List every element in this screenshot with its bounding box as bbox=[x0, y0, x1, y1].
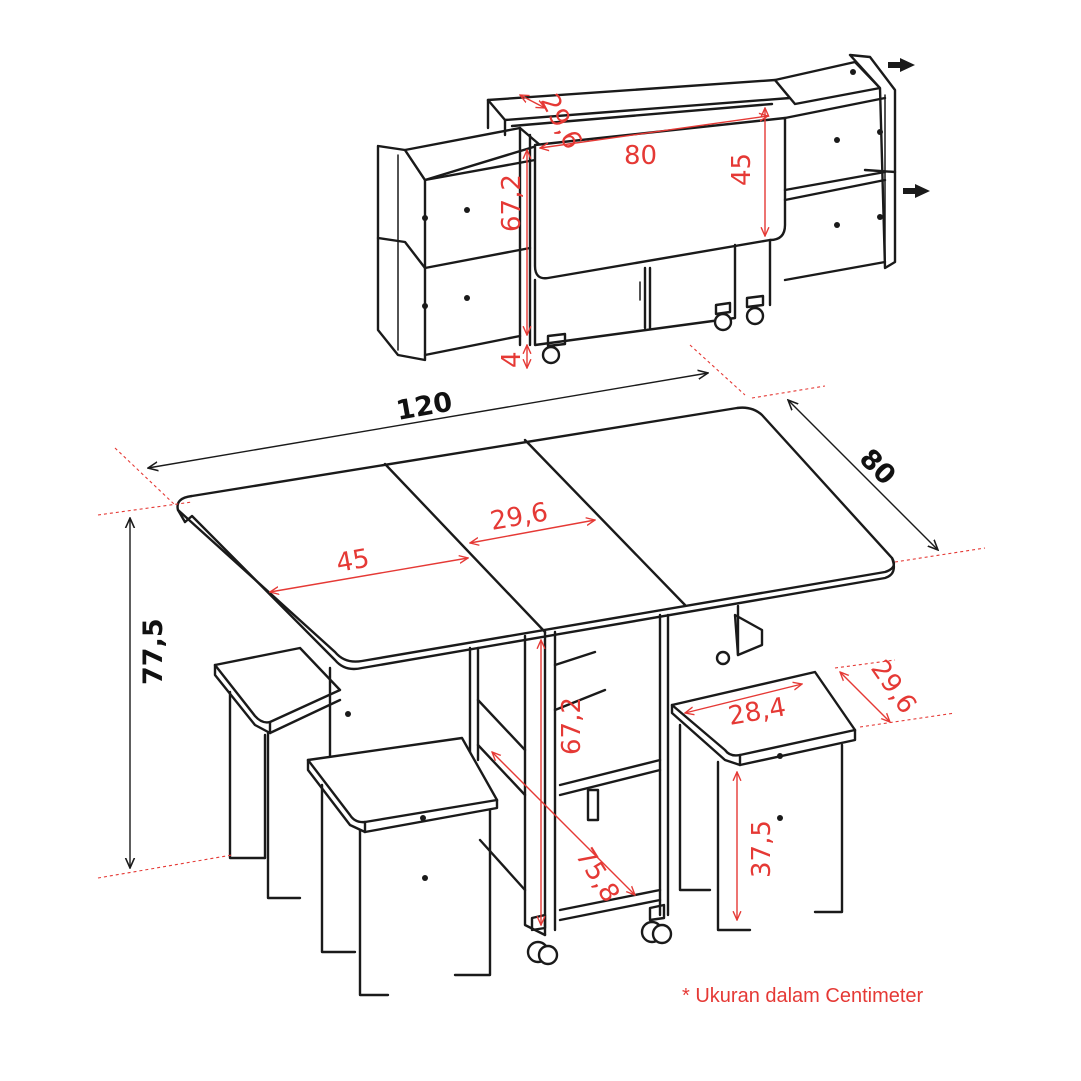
open-dimension-lines bbox=[97, 344, 986, 925]
folded-leaf-height-label: 45 bbox=[727, 153, 757, 186]
folded-left-stools bbox=[376, 126, 542, 362]
open-inner-height-label: 67,2 bbox=[557, 697, 587, 755]
open-depth-label: 80 bbox=[853, 443, 901, 491]
folded-dimension-lines bbox=[520, 95, 768, 368]
stool-height-label: 37,5 bbox=[747, 820, 777, 878]
stool-depth-label: 29,6 bbox=[864, 655, 922, 720]
stool-front-left bbox=[306, 736, 499, 997]
open-leaf-width-label: 45 bbox=[334, 544, 372, 579]
open-length-label: 120 bbox=[394, 387, 455, 427]
stool-back-left bbox=[213, 646, 342, 900]
open-table-illustration bbox=[176, 406, 896, 997]
folded-table-body bbox=[486, 78, 792, 365]
open-total-height-label: 77,5 bbox=[138, 618, 169, 685]
folded-top-width-label: 80 bbox=[624, 141, 657, 171]
push-arrow-top bbox=[888, 58, 915, 72]
open-table-top bbox=[176, 406, 896, 671]
push-arrow-bottom bbox=[903, 184, 930, 198]
folded-caster-height-label: 4 bbox=[497, 351, 527, 368]
folded-table-illustration bbox=[376, 53, 930, 365]
folded-body-height-label: 67,2 bbox=[497, 174, 527, 232]
units-note: * Ukuran dalam Centimeter bbox=[682, 985, 924, 1007]
folded-right-stools bbox=[773, 53, 897, 282]
